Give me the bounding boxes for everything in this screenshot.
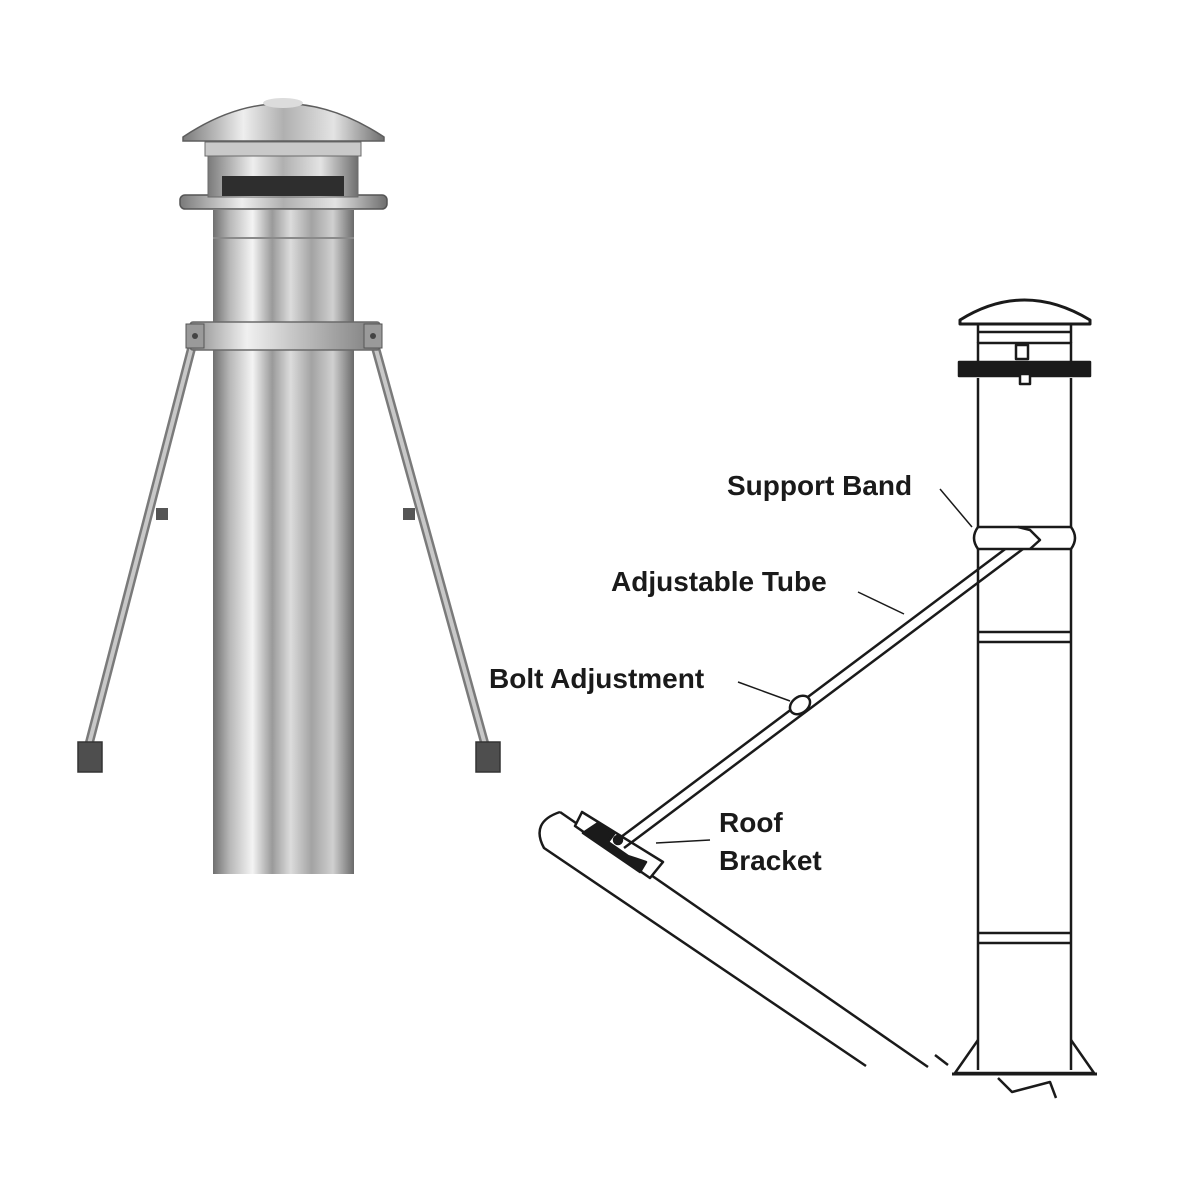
roof-bracket-label-line2: Bracket [719, 845, 822, 876]
leader-lines [655, 488, 973, 844]
support-band-label: Support Band [727, 470, 913, 501]
photo-pipe-body [213, 210, 354, 874]
roof-bracket-part [573, 810, 665, 880]
roof-bracket-label-line1: Roof [719, 807, 783, 838]
bolt-adjustment-part [788, 694, 812, 716]
line-cap [957, 298, 1092, 386]
photo-cap-dome [182, 102, 385, 142]
roof-bracket-label: Roof Bracket [719, 804, 822, 880]
line-storm-collar [952, 1039, 1097, 1099]
line-support-band [972, 525, 1077, 551]
left-brace-leg [77, 333, 200, 773]
adjustable-tube-label: Adjustable Tube [611, 566, 827, 597]
line-pipe-body [976, 378, 1073, 1070]
right-brace-leg [367, 333, 501, 773]
photo-support-band [185, 321, 383, 351]
photo-chimney-assembly [77, 98, 501, 874]
line-drawing-assembly [538, 298, 1097, 1099]
bolt-adjustment-label: Bolt Adjustment [489, 663, 705, 694]
